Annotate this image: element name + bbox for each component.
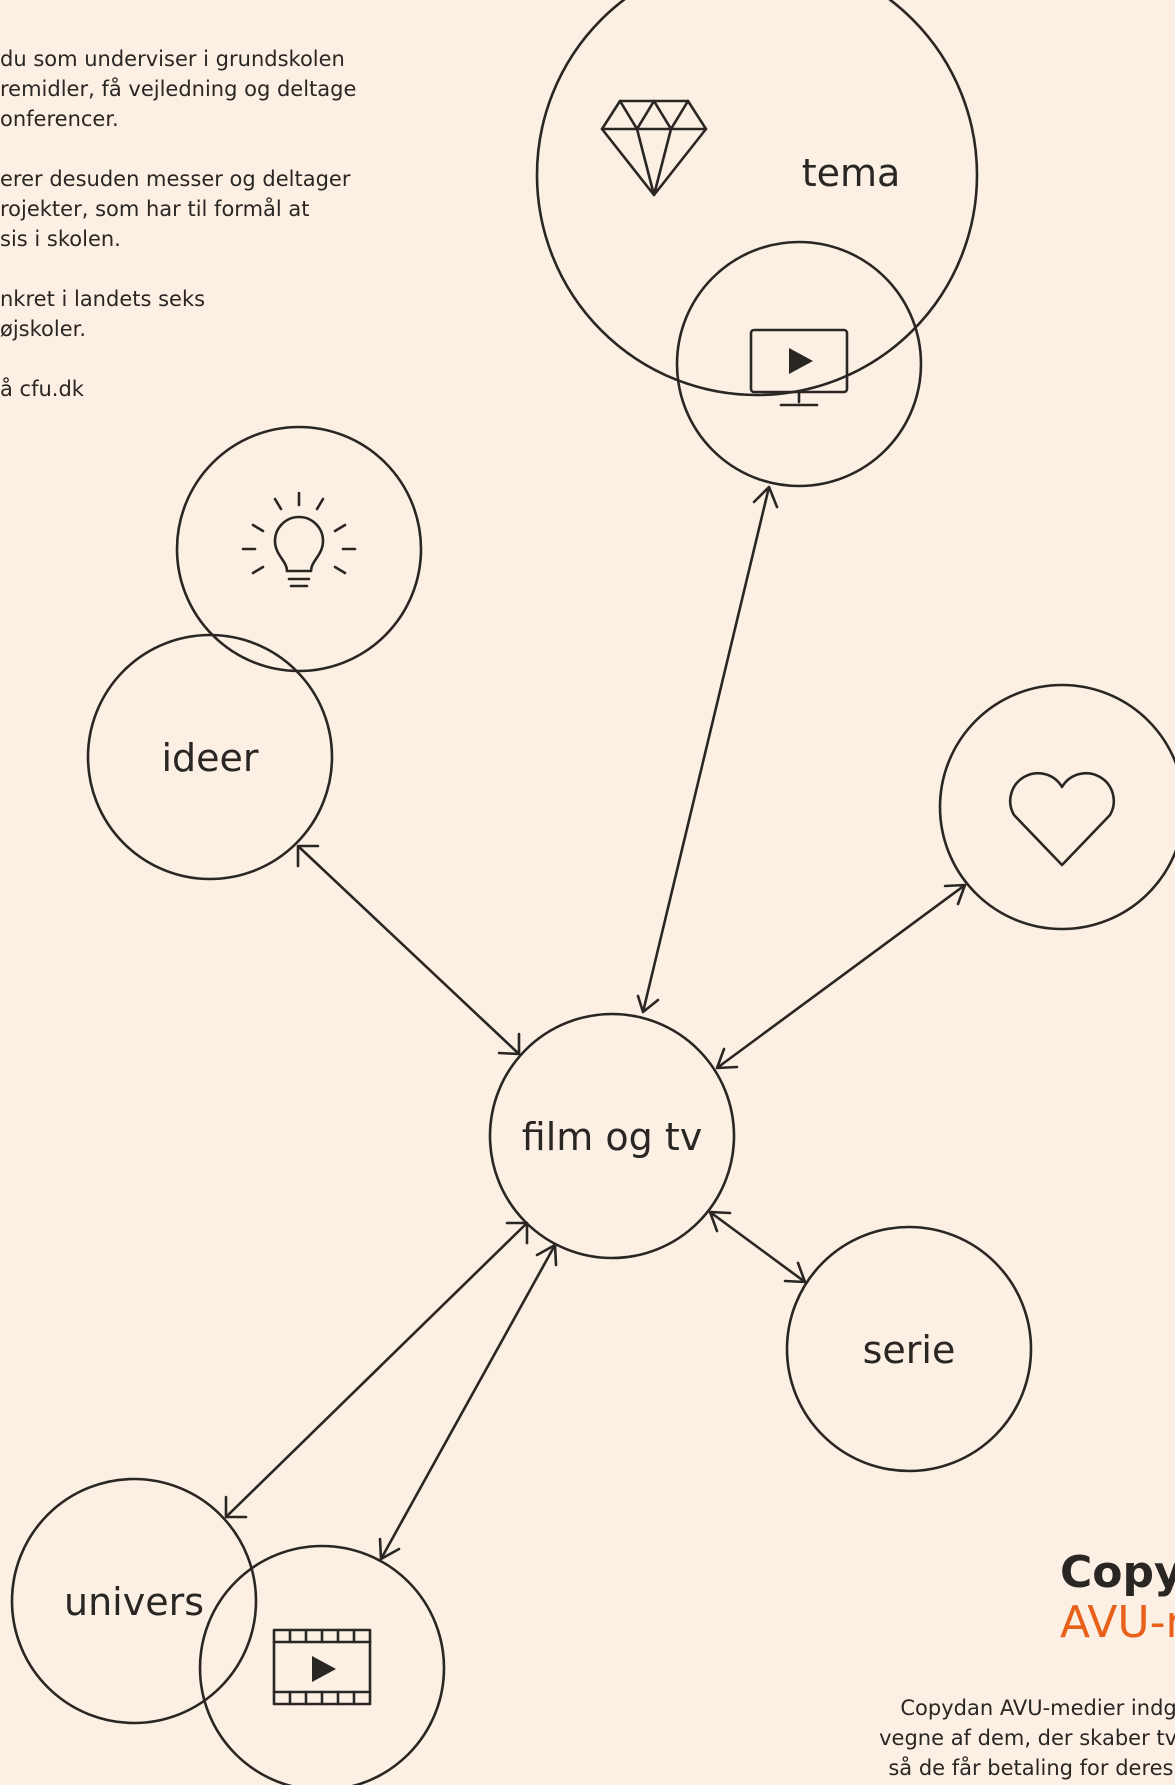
intro-paragraph-1: du som underviser i grundskolen remidler… (0, 47, 357, 131)
arrowhead (783, 1261, 807, 1284)
arrowhead (497, 1032, 521, 1056)
intro-paragraph-4: å cfu.dk (0, 377, 84, 401)
connector-center-tema (641, 486, 771, 1013)
arrowhead (715, 1047, 739, 1070)
intro-text: du som underviser i grundskolen remidler… (0, 44, 420, 434)
footer-subtitle: AVU-m (1060, 1597, 1175, 1648)
node-univers: univers (10, 1477, 446, 1785)
film-strip-icon (272, 1628, 372, 1706)
arrowhead (296, 844, 320, 868)
serie-circle (785, 1225, 1033, 1473)
center-label: film og tv (522, 1115, 702, 1159)
footer-heading: Copyd AVU-m (1060, 1548, 1175, 1648)
ideer-circle-top (175, 425, 423, 673)
tema-circle-top (535, 0, 979, 397)
univers-label: univers (64, 1580, 204, 1624)
arrowhead (943, 883, 967, 906)
center-circle (488, 1012, 736, 1260)
heart-circle (938, 683, 1175, 931)
arrowhead (224, 1495, 248, 1519)
arrowhead (636, 994, 660, 1014)
ideer-label: ideer (161, 736, 258, 780)
node-ideer: ideer (86, 425, 423, 881)
tema-circle-bottom (675, 240, 923, 488)
lightbulb-icon (241, 491, 357, 588)
connector-center-univers-2 (379, 1244, 557, 1560)
node-center: film og tv (488, 1012, 736, 1260)
serie-label: serie (863, 1328, 956, 1372)
arrowhead (752, 485, 779, 509)
node-serie: serie (785, 1225, 1033, 1473)
node-tema: tema (535, 0, 979, 488)
ideer-circle-bottom (86, 633, 334, 881)
connector-center-heart (716, 883, 966, 1070)
footer-title: Copyd (1060, 1547, 1175, 1598)
node-heart (938, 683, 1175, 931)
connector-center-ideer (297, 845, 520, 1055)
connector-center-serie (709, 1210, 806, 1284)
intro-paragraph-3: nkret i landets seks øjskoler. (0, 287, 206, 341)
connector-center-univers-1 (225, 1222, 528, 1518)
connectors (224, 485, 967, 1561)
intro-paragraph-2: erer desuden messer og deltager rojekter… (0, 167, 351, 251)
heart-icon (1008, 771, 1116, 867)
tv-play-icon (749, 328, 849, 407)
diamond-icon (600, 99, 708, 197)
arrowhead (378, 1537, 401, 1561)
univers-circle-right (198, 1544, 446, 1785)
arrowhead (708, 1210, 732, 1233)
tema-label: tema (802, 151, 901, 195)
footer-paragraph: Copydan AVU-medier indgå vegne af dem, d… (879, 1696, 1175, 1780)
univers-circle-left (10, 1477, 258, 1725)
